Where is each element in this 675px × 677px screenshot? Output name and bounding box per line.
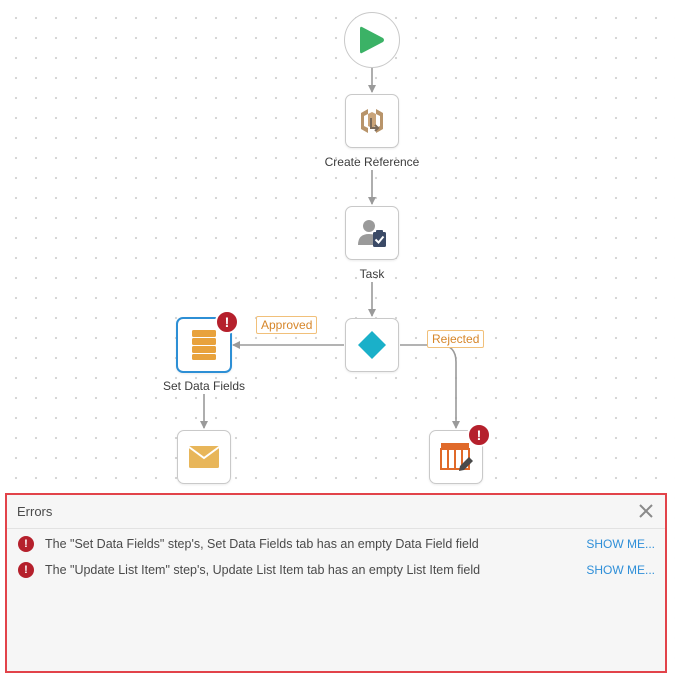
rejected-branch-label: Rejected xyxy=(427,330,485,348)
set-data-fields-label: Set Data Fields xyxy=(162,379,246,393)
show-me-link[interactable]: SHOW ME... xyxy=(586,537,655,551)
task-label: Task xyxy=(359,267,385,281)
connector-lines xyxy=(200,68,460,429)
create-reference-node[interactable] xyxy=(345,94,399,148)
errors-panel-title: Errors xyxy=(17,504,53,519)
error-message: The "Update List Item" step's, Update Li… xyxy=(45,563,481,577)
envelope-icon xyxy=(188,446,220,468)
create-reference-icon xyxy=(361,109,383,133)
connector-rejected xyxy=(400,344,460,429)
task-node[interactable] xyxy=(345,206,399,260)
start-node[interactable] xyxy=(344,12,400,68)
close-icon[interactable] xyxy=(637,502,655,520)
update-list-item-error-badge: ! xyxy=(467,423,491,447)
show-me-link[interactable]: SHOW ME... xyxy=(586,563,655,577)
approved-branch-label: Approved xyxy=(256,316,318,334)
error-icon: ! xyxy=(18,536,34,552)
send-email-node[interactable] xyxy=(177,430,231,484)
database-stack-icon xyxy=(192,330,216,360)
list-edit-icon xyxy=(440,443,473,471)
play-icon xyxy=(360,26,384,54)
error-row: ! The "Set Data Fields" step's, Set Data… xyxy=(7,531,665,557)
set-data-fields-error-badge: ! xyxy=(215,310,239,334)
error-row: ! The "Update List Item" step's, Update … xyxy=(7,557,665,583)
errors-panel-header: Errors xyxy=(7,495,665,529)
error-icon: ! xyxy=(18,562,34,578)
task-user-icon xyxy=(358,220,386,247)
decision-node[interactable] xyxy=(345,318,399,372)
errors-panel: Errors ! The "Set Data Fields" step's, S… xyxy=(5,493,667,673)
diamond-icon xyxy=(358,331,386,359)
error-message: The "Set Data Fields" step's, Set Data F… xyxy=(45,537,479,551)
create-reference-label: Create Reference xyxy=(324,155,420,169)
